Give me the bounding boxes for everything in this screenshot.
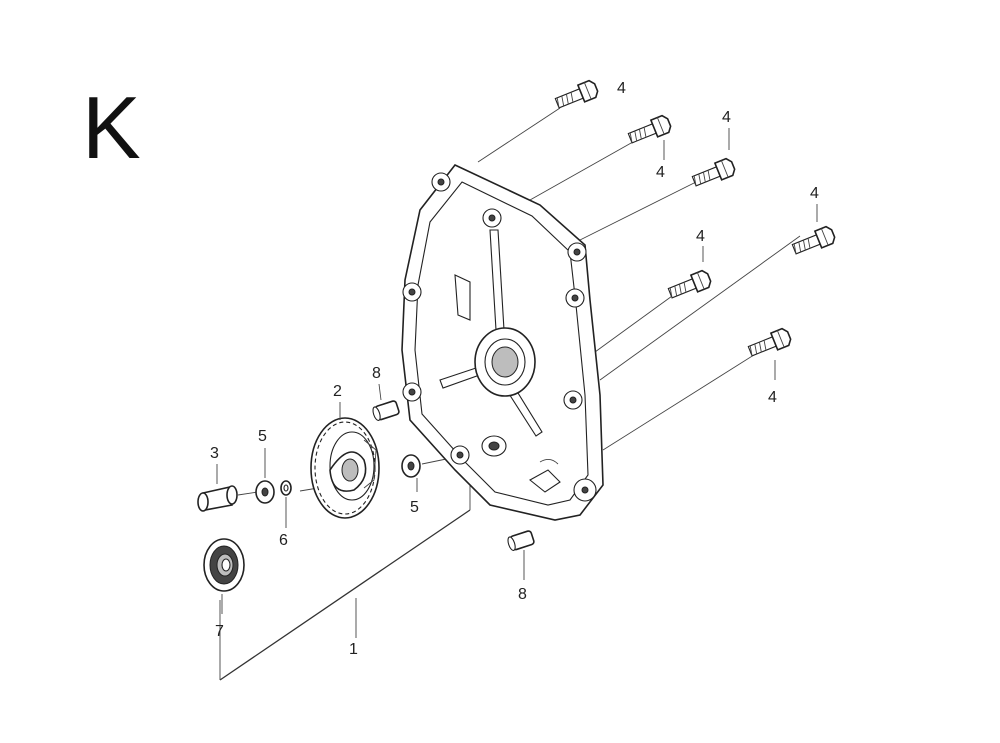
bolt-4: [667, 269, 712, 299]
callout-4-second: 4: [656, 164, 665, 181]
washer-right: [401, 454, 421, 478]
callout-4-fifth: 4: [810, 185, 819, 202]
callout-4-fourth: 4: [696, 228, 705, 245]
clip-ring: [280, 480, 292, 496]
callout-4-bottom: 4: [768, 389, 777, 406]
crankcase-cover: [401, 164, 604, 521]
dowel-pin-lower: [507, 530, 535, 551]
callout-6: 6: [279, 532, 288, 549]
callout-3: 3: [210, 445, 219, 462]
callout-7: 7: [215, 623, 224, 640]
dowel-pin-upper: [372, 400, 400, 421]
callout-8-upper: 8: [372, 365, 381, 382]
shaft: [197, 485, 238, 512]
section-letter: K: [82, 78, 141, 177]
callout-5-left: 5: [258, 428, 267, 445]
oil-seal: [203, 538, 245, 592]
callout-8-lower: 8: [518, 586, 527, 603]
callout-labels: 4 4 4 4 4 4 2 3 5 5 6 7 8 8 1: [210, 80, 819, 658]
bolt-top: [554, 79, 599, 109]
callout-1: 1: [349, 641, 358, 658]
washer-left: [255, 480, 275, 504]
bolt-3: [691, 157, 736, 187]
bolt-5: [791, 225, 836, 255]
callout-ticks: [216, 128, 818, 638]
callout-5-right: 5: [410, 499, 419, 516]
callout-2: 2: [333, 383, 342, 400]
bolt-6: [747, 327, 792, 357]
cam-gear: [310, 417, 380, 519]
callout-4-top: 4: [617, 80, 626, 97]
bolt-2: [627, 114, 672, 144]
callout-4-third: 4: [722, 109, 731, 126]
